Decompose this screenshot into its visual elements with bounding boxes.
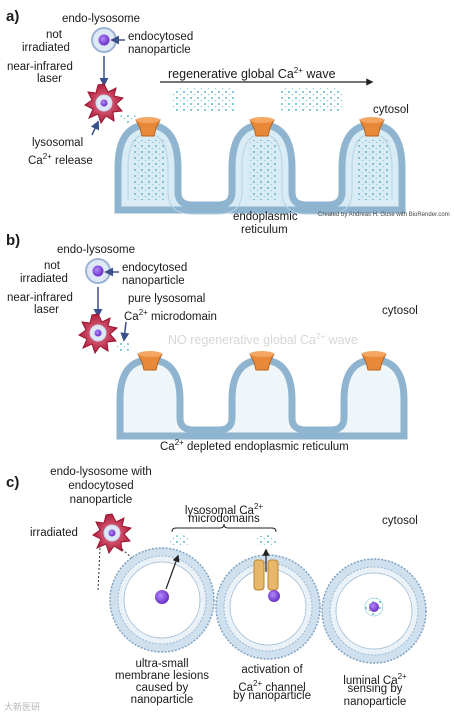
irradiated-label-c: irradiated (30, 527, 78, 539)
depleted-er-label-b: Ca2+ depleted endoplasmic reticulum (160, 438, 349, 453)
channel-b3 (361, 351, 387, 371)
watermark: 大新医研 (4, 702, 41, 712)
microdomain-label-c1: lysosomal Ca2+ (184, 502, 264, 517)
not-label-a: not (46, 29, 62, 41)
microdomain-label-c2: microdomains (188, 513, 260, 525)
caption-channel-2: Ca2+ channel (238, 679, 306, 694)
endocytosed-label-b: endocytosed (122, 262, 188, 274)
nanoparticle-label-b: nanoparticle (122, 275, 185, 287)
channel-b2 (249, 351, 275, 371)
nir-label-b1: near-infrared (7, 292, 73, 304)
nanoparticle-b (92, 265, 104, 277)
wave-label-a: regenerative global Ca2+ wave (168, 66, 336, 82)
nir-label-b2: laser (34, 304, 59, 316)
caption-lesion-3: caused by (135, 682, 189, 694)
endolysosome-label-c1: endo-lysosome with (50, 466, 152, 478)
caption-lesion-2: membrane lesions (115, 670, 209, 682)
panel-a-label: a) (6, 8, 20, 25)
lysosome-channel-activation (215, 548, 321, 660)
nir-label-a1: near-infrared (7, 61, 73, 73)
nanoparticle-label-a: nanoparticle (128, 44, 191, 56)
endocytosed-label-a: endocytosed (128, 31, 194, 43)
release-label-a2: Ca2+ release (28, 152, 93, 167)
panel-b-label: b) (6, 232, 21, 249)
channel-a2 (249, 117, 275, 137)
panel-c-label: c) (6, 474, 20, 491)
release-label-a1: lysosomal (32, 137, 84, 149)
nir-label-a2: laser (37, 73, 62, 85)
irradiated-lysosome-c (92, 513, 133, 555)
endolysosome-label-b: endo-lysosome (57, 244, 135, 256)
no-wave-label-b: NO regenerative global Ca2+ wave (168, 332, 358, 348)
irradiated-label-b: irradiated (20, 273, 68, 285)
pure-label-b1: pure lysosomal (128, 293, 206, 305)
panel-b-graphics (78, 258, 408, 440)
panel-c-graphics (92, 513, 427, 664)
pure-label-b2: Ca2+ microdomain (124, 308, 217, 323)
er-label-a1: endoplasmic (233, 211, 298, 223)
endolysosome-label-c3: nanoparticle (69, 494, 133, 506)
caption-sensing-3: nanoparticle (343, 696, 407, 708)
er-membrane-b (116, 356, 408, 440)
lysosome-luminal-sensing (321, 558, 427, 664)
caption-sensing-2: sensing by (347, 683, 403, 695)
credit-label: Created by Andreas H. Guse with BioRende… (318, 212, 450, 218)
channel-a3 (359, 117, 385, 137)
caption-channel-1: activation of (241, 664, 303, 676)
not-label-b: not (44, 260, 60, 272)
endolysosome-label-a: endo-lysosome (62, 13, 140, 25)
panel-a-graphics (84, 27, 406, 215)
cytosol-label-a: cytosol (373, 104, 409, 116)
channel-b1 (137, 351, 163, 371)
irradiated-label-a: irradiated (22, 42, 70, 54)
caption-lesion-4: nanoparticle (130, 694, 194, 706)
er-label-a2: reticulum (241, 224, 288, 236)
lysosome-membrane-lesion (109, 547, 215, 653)
irradiated-lysosome-a (84, 83, 125, 125)
channel-a1 (135, 117, 161, 137)
caption-channel-3: by nanoparticle (233, 690, 311, 702)
caption-sensing-1: luminal Ca2+ (343, 672, 407, 687)
cytosol-label-c: cytosol (382, 515, 418, 527)
cytosol-label-b: cytosol (382, 305, 418, 317)
nanoparticle-a (98, 34, 110, 46)
caption-lesion-1: ultra-small (135, 658, 189, 670)
endolysosome-label-c2: endocytosed (68, 480, 134, 492)
irradiated-lysosome-b (78, 313, 119, 355)
